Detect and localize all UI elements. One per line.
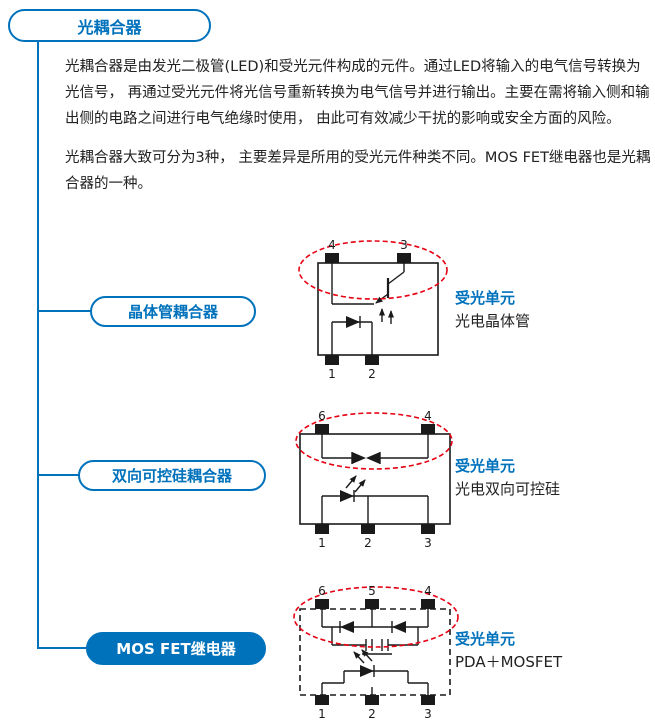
package-pins <box>315 424 435 534</box>
phototransistor-symbol <box>331 263 405 324</box>
receiver-info-triac: 受光单元 光电双向可控硅 <box>455 456 560 500</box>
led-symbol <box>331 316 373 355</box>
phototriac-symbol <box>321 434 429 493</box>
receiver-unit-title: 受光单元 <box>455 457 516 475</box>
pin-number: 4 <box>424 584 432 598</box>
pin-number: 1 <box>318 536 326 550</box>
pin-number: 1 <box>328 367 336 381</box>
receiver-unit-type: 光电双向可控硅 <box>455 480 561 498</box>
section-label-triac-coupler: 双向可控硅耦合器 <box>78 460 266 491</box>
transistor-coupler-diagram: 4 3 1 2 <box>298 238 448 381</box>
tree-branch-2 <box>37 474 79 476</box>
pin-number: 1 <box>318 707 326 721</box>
receiver-highlight-ellipse <box>293 586 459 648</box>
pin-number: 3 <box>400 238 408 252</box>
triac-coupler-diagram: 6 4 1 2 3 <box>295 409 453 550</box>
pin-number: 3 <box>424 707 432 721</box>
package-pins <box>315 599 435 705</box>
section-label-mosfet-relay: MOS FET继电器 <box>86 632 266 665</box>
title-badge: 光耦合器 <box>8 9 211 42</box>
intro-paragraph-1: 光耦合器是由发光二极管(LED)和受光元件构成的元件。通过LED将输入的电气信号… <box>65 59 650 128</box>
receiver-info-transistor: 受光单元 光电晶体管 <box>455 288 530 332</box>
intro-paragraph-2: 光耦合器大致可分为3种， 主要差异是所用的受光元件种类不同。MOS FET继电器… <box>65 150 651 193</box>
receiver-unit-title: 受光单元 <box>455 630 516 648</box>
pin-number: 6 <box>318 584 326 598</box>
pin-number: 4 <box>328 238 336 252</box>
intro-text: 光耦合器是由发光二极管(LED)和受光元件构成的元件。通过LED将输入的电气信号… <box>65 54 651 197</box>
receiver-unit-title: 受光单元 <box>455 289 516 307</box>
pin-numbers: 6 5 4 1 2 3 <box>318 584 432 721</box>
pin-number: 3 <box>424 536 432 550</box>
receiver-unit-type: PDA＋MOSFET <box>455 653 563 671</box>
pin-number: 4 <box>424 409 432 423</box>
package-outline <box>299 433 451 525</box>
pin-number: 2 <box>368 367 376 381</box>
receiver-unit-type: 光电晶体管 <box>455 312 531 330</box>
pin-number: 5 <box>368 584 376 598</box>
receiver-highlight-ellipse <box>298 240 448 300</box>
pin-number: 2 <box>364 536 372 550</box>
mosfet-relay-diagram: 6 5 4 1 2 3 <box>293 584 459 721</box>
pin-number: 2 <box>368 707 376 721</box>
section-label-transistor-coupler: 晶体管耦合器 <box>90 296 256 327</box>
receiver-info-mosfet: 受光单元 PDA＋MOSFET <box>455 629 562 673</box>
pin-number: 6 <box>318 409 326 423</box>
tree-branch-3 <box>37 647 87 649</box>
tree-branch-1 <box>37 310 91 312</box>
led-symbol <box>321 490 429 524</box>
pin-numbers: 6 4 1 2 3 <box>318 409 432 550</box>
tree-trunk-line <box>37 41 39 649</box>
pin-numbers: 4 3 1 2 <box>328 238 408 381</box>
receiver-highlight-ellipse <box>295 412 453 470</box>
photodiode-array-symbol <box>321 609 429 633</box>
package-outline <box>317 262 439 356</box>
led-symbol <box>321 649 429 695</box>
package-pins <box>325 253 411 365</box>
